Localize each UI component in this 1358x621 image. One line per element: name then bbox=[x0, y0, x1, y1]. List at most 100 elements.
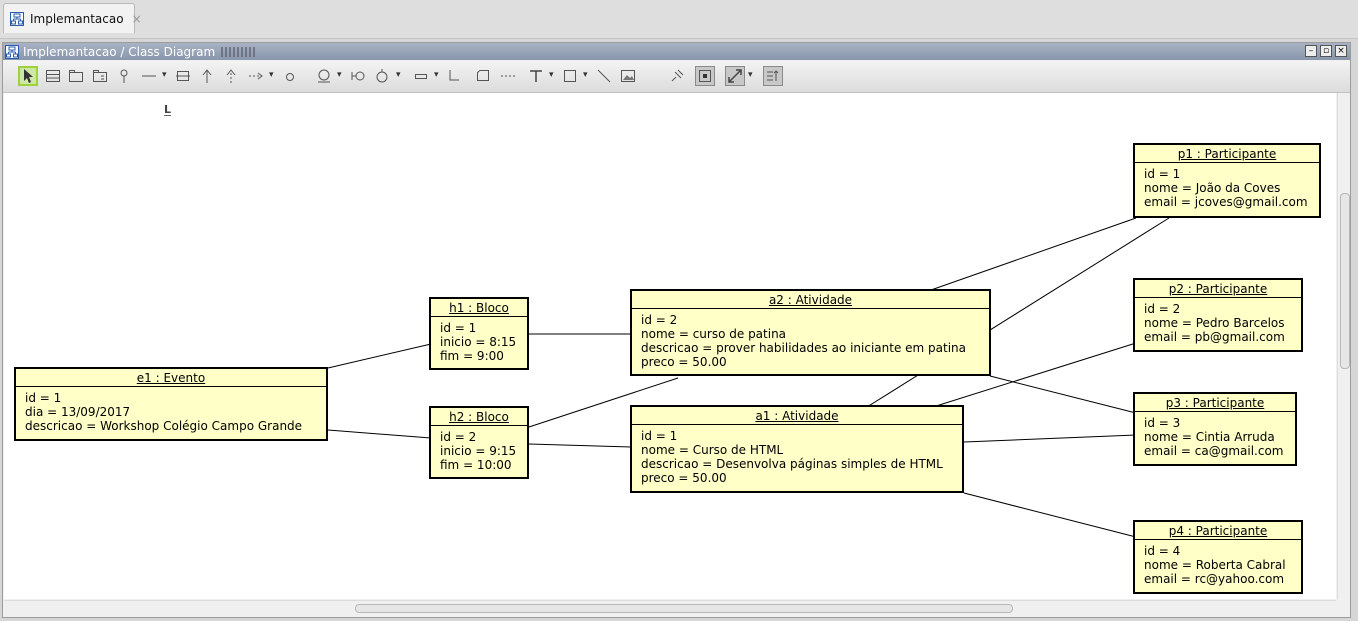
interface-dropdown-icon[interactable]: ▾ bbox=[337, 70, 342, 80]
snap-grid-icon bbox=[699, 70, 711, 82]
note-anchor-tool-button[interactable] bbox=[445, 66, 465, 86]
attribute-line: id = 1 bbox=[440, 321, 477, 335]
snap-to-grid-button[interactable] bbox=[695, 66, 715, 86]
anchor-marker: L bbox=[164, 103, 172, 116]
pin-icon bbox=[120, 69, 128, 83]
object-header: h1 : Bloco bbox=[431, 299, 527, 317]
rectangle-tool-button[interactable] bbox=[560, 66, 580, 86]
select-tool-button[interactable] bbox=[18, 66, 38, 86]
attribute-line: email = ca@gmail.com bbox=[1144, 444, 1284, 458]
interface-tool-button[interactable] bbox=[314, 66, 334, 86]
state-tool-button[interactable] bbox=[280, 66, 300, 86]
dashed-line-icon bbox=[501, 75, 515, 77]
link-h2-a1[interactable] bbox=[528, 443, 632, 448]
dependency-tool-button[interactable] bbox=[246, 66, 266, 86]
link-a1-p4[interactable] bbox=[963, 492, 1137, 538]
attribute-line: email = rc@yahoo.com bbox=[1144, 572, 1285, 586]
dependency-dropdown-icon[interactable]: ▾ bbox=[269, 70, 274, 80]
minimize-button[interactable]: – bbox=[1305, 45, 1317, 57]
link-a1-p3[interactable] bbox=[963, 434, 1137, 443]
link-a1-p2[interactable] bbox=[932, 342, 1137, 408]
drag-grip-icon[interactable] bbox=[221, 46, 256, 57]
layout-button[interactable] bbox=[763, 66, 783, 86]
circle-small-icon bbox=[286, 73, 294, 81]
attribute-line: nome = João da Coves bbox=[1144, 181, 1281, 195]
autosize-button[interactable] bbox=[725, 66, 745, 86]
autosize-dropdown-icon[interactable]: ▾ bbox=[748, 70, 753, 80]
line-icon bbox=[142, 75, 156, 77]
tab-implemantacao[interactable]: Implemantacao × bbox=[3, 3, 142, 33]
attribute-line: email = pb@gmail.com bbox=[1144, 330, 1285, 344]
port-dropdown-icon[interactable]: ▾ bbox=[396, 70, 401, 80]
note-tool-button[interactable] bbox=[473, 66, 493, 86]
vertical-scroll-thumb[interactable] bbox=[1340, 193, 1350, 369]
restore-button[interactable]: ▫ bbox=[1320, 45, 1332, 57]
dashed-line-tool-button[interactable] bbox=[498, 66, 518, 86]
subsystem-tool-button[interactable] bbox=[90, 66, 110, 86]
attribute-line: id = 2 bbox=[641, 313, 678, 327]
package-tool-button[interactable] bbox=[66, 66, 86, 86]
attribute-tool-button[interactable] bbox=[411, 66, 431, 86]
realization-tool-button[interactable] bbox=[221, 66, 241, 86]
provided-interface-tool-button[interactable] bbox=[372, 66, 392, 86]
horizontal-scrollbar[interactable] bbox=[4, 600, 1336, 614]
pin-tool-button[interactable] bbox=[667, 66, 687, 86]
close-window-button[interactable]: × bbox=[1335, 45, 1347, 57]
instance-tool-button[interactable] bbox=[114, 66, 134, 86]
attribute-dropdown-icon[interactable]: ▾ bbox=[434, 70, 439, 80]
link-a2-p1[interactable] bbox=[930, 217, 1137, 291]
anchor-corner-icon bbox=[449, 70, 459, 81]
lollipop-icon bbox=[351, 71, 365, 81]
object-header: e1 : Evento bbox=[16, 369, 326, 387]
horizontal-scroll-thumb[interactable] bbox=[355, 604, 1013, 613]
class-tool-button[interactable] bbox=[43, 66, 63, 86]
attribute-line: nome = Curso de HTML bbox=[641, 443, 784, 457]
tab-close-icon[interactable]: × bbox=[131, 11, 142, 26]
link-e1-h1[interactable] bbox=[327, 343, 432, 369]
association-tool-button[interactable] bbox=[139, 66, 159, 86]
attribute-line: descricao = Workshop Colégio Campo Grand… bbox=[25, 419, 303, 433]
attribute-line: nome = Cintia Arruda bbox=[1144, 430, 1275, 444]
window-titlebar[interactable]: Implemantacao / Class Diagram – ▫ × bbox=[3, 43, 1350, 60]
composition-tool-button[interactable] bbox=[173, 66, 193, 86]
attribute-line: id = 1 bbox=[1144, 167, 1181, 181]
required-interface-tool-button[interactable] bbox=[348, 66, 368, 86]
pointer-icon bbox=[24, 69, 33, 83]
tab-label: Implemantacao bbox=[30, 11, 124, 26]
image-icon bbox=[621, 70, 635, 82]
vertical-scrollbar[interactable] bbox=[1337, 93, 1350, 599]
line-tool-button[interactable] bbox=[594, 66, 614, 86]
shape-dropdown-icon[interactable]: ▾ bbox=[583, 70, 588, 80]
attribute-line: nome = curso de patina bbox=[641, 327, 787, 341]
generalization-tool-button[interactable] bbox=[197, 66, 217, 86]
text-tool-button[interactable] bbox=[526, 66, 546, 86]
attribute-line: nome = Pedro Barcelos bbox=[1144, 316, 1285, 330]
attribute-line: id = 1 bbox=[641, 429, 678, 443]
attribute-line: descricao = Desenvolva páginas simples d… bbox=[641, 457, 943, 471]
association-dropdown-icon[interactable]: ▾ bbox=[162, 70, 167, 80]
object-header: p2 : Participante bbox=[1135, 280, 1301, 298]
link-a2-p3[interactable] bbox=[989, 375, 1137, 414]
attribute-line: id = 1 bbox=[25, 391, 62, 405]
class-diagram-icon bbox=[5, 44, 19, 59]
text-dropdown-icon[interactable]: ▾ bbox=[549, 70, 554, 80]
diagonal-line-icon bbox=[597, 69, 611, 83]
image-tool-button[interactable] bbox=[618, 66, 638, 86]
component-port-icon bbox=[376, 69, 388, 83]
link-e1-h2[interactable] bbox=[327, 429, 432, 439]
link-h2-a2[interactable] bbox=[528, 377, 679, 428]
